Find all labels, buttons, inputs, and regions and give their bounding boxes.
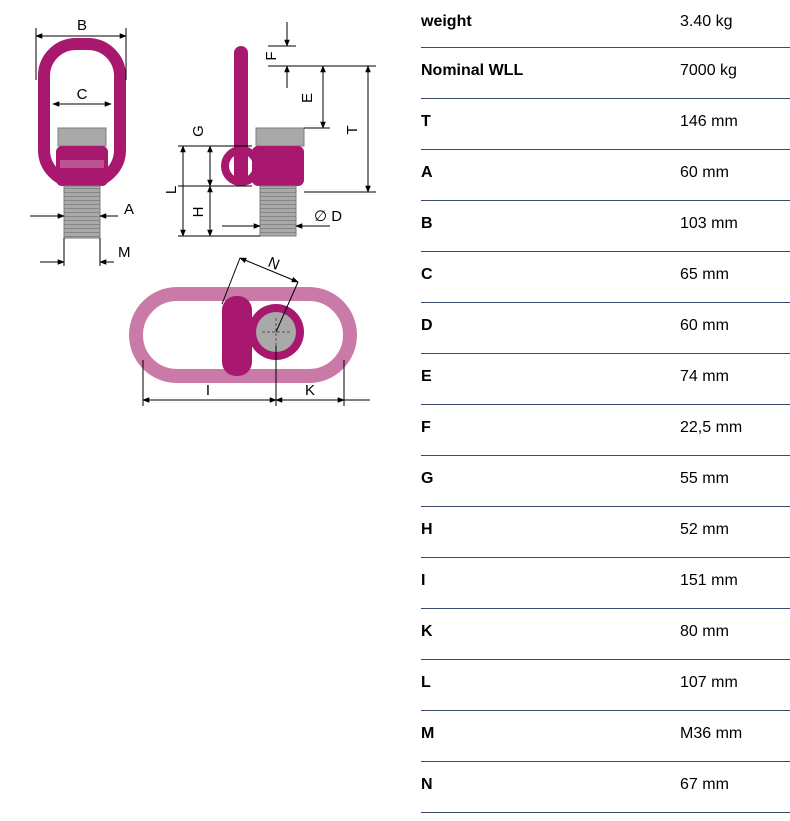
spec-value: 103 mm — [680, 215, 738, 232]
spec-value: 22,5 mm — [680, 419, 743, 436]
dim-label-b: B — [77, 17, 87, 34]
spec-row-f: F 22,5 mm — [421, 406, 790, 456]
spec-row-wll: Nominal WLL 7000 kg — [421, 49, 790, 99]
dim-label-e: E — [299, 93, 316, 103]
dim-label-h: H — [190, 207, 207, 218]
spec-row-l: L 107 mm — [421, 661, 790, 711]
spec-row-b: B 103 mm — [421, 202, 790, 252]
spec-row-k: K 80 mm — [421, 610, 790, 660]
spec-label: weight — [421, 13, 472, 30]
spec-row-m: M M36 mm — [421, 712, 790, 762]
technical-drawing: B C A M F E T G L H ∅ D N I K — [0, 0, 400, 430]
spec-value: 3.40 kg — [680, 13, 733, 30]
spec-row-g: G 55 mm — [421, 457, 790, 507]
spec-row-c: C 65 mm — [421, 253, 790, 303]
dim-label-d: ∅ D — [314, 208, 342, 225]
spec-label: M — [421, 725, 435, 742]
side-view — [178, 22, 376, 237]
spec-row-i: I 151 mm — [421, 559, 790, 609]
spec-row-t: T 146 mm — [421, 100, 790, 150]
spec-table: weight 3.40 kg Nominal WLL 7000 kg T 146… — [421, 0, 790, 813]
spec-label: C — [421, 266, 433, 283]
spec-value: 60 mm — [680, 164, 729, 181]
spec-label: D — [421, 317, 433, 334]
spec-row-h: H 52 mm — [421, 508, 790, 558]
dim-label-m: M — [118, 244, 131, 261]
dim-label-c: C — [77, 86, 88, 103]
spec-value: 80 mm — [680, 623, 729, 640]
dim-label-t: T — [344, 125, 361, 134]
spec-label: N — [421, 776, 433, 793]
spec-value: 52 mm — [680, 521, 729, 538]
dim-label-l: L — [163, 186, 180, 194]
spec-value: 151 mm — [680, 572, 738, 589]
spec-label: Nominal WLL — [421, 62, 524, 79]
spec-value: 67 mm — [680, 776, 729, 793]
spec-label: F — [421, 419, 431, 436]
spec-value: 65 mm — [680, 266, 729, 283]
spec-label: I — [421, 572, 426, 589]
spec-row-a: A 60 mm — [421, 151, 790, 201]
swivel-eyebolt-drawing: B C A M F E T G L H ∅ D N I K — [30, 17, 376, 406]
spec-label: E — [421, 368, 432, 385]
spec-value: 60 mm — [680, 317, 729, 334]
dim-label-n: N — [265, 254, 281, 274]
spec-label: B — [421, 215, 433, 232]
top-view — [129, 257, 370, 406]
front-view — [30, 28, 127, 266]
dim-label-k: K — [305, 382, 315, 399]
spec-value: 55 mm — [680, 470, 729, 487]
dim-label-a: A — [124, 201, 134, 218]
spec-row-weight: weight 3.40 kg — [421, 0, 790, 48]
spec-value: 74 mm — [680, 368, 729, 385]
spec-value: 107 mm — [680, 674, 738, 691]
dim-label-i: I — [206, 382, 210, 399]
spec-value: 146 mm — [680, 113, 738, 130]
spec-row-e: E 74 mm — [421, 355, 790, 405]
spec-label: H — [421, 521, 433, 538]
dim-label-f: F — [263, 51, 280, 60]
spec-value: 7000 kg — [680, 62, 737, 79]
spec-value: M36 mm — [680, 725, 743, 742]
spec-label: L — [421, 674, 431, 691]
dim-label-g: G — [190, 125, 207, 137]
spec-row-d: D 60 mm — [421, 304, 790, 354]
spec-label: G — [421, 470, 434, 487]
spec-label: K — [421, 623, 433, 640]
spec-label: T — [421, 113, 431, 130]
spec-label: A — [421, 164, 433, 181]
spec-row-n: N 67 mm — [421, 763, 790, 813]
